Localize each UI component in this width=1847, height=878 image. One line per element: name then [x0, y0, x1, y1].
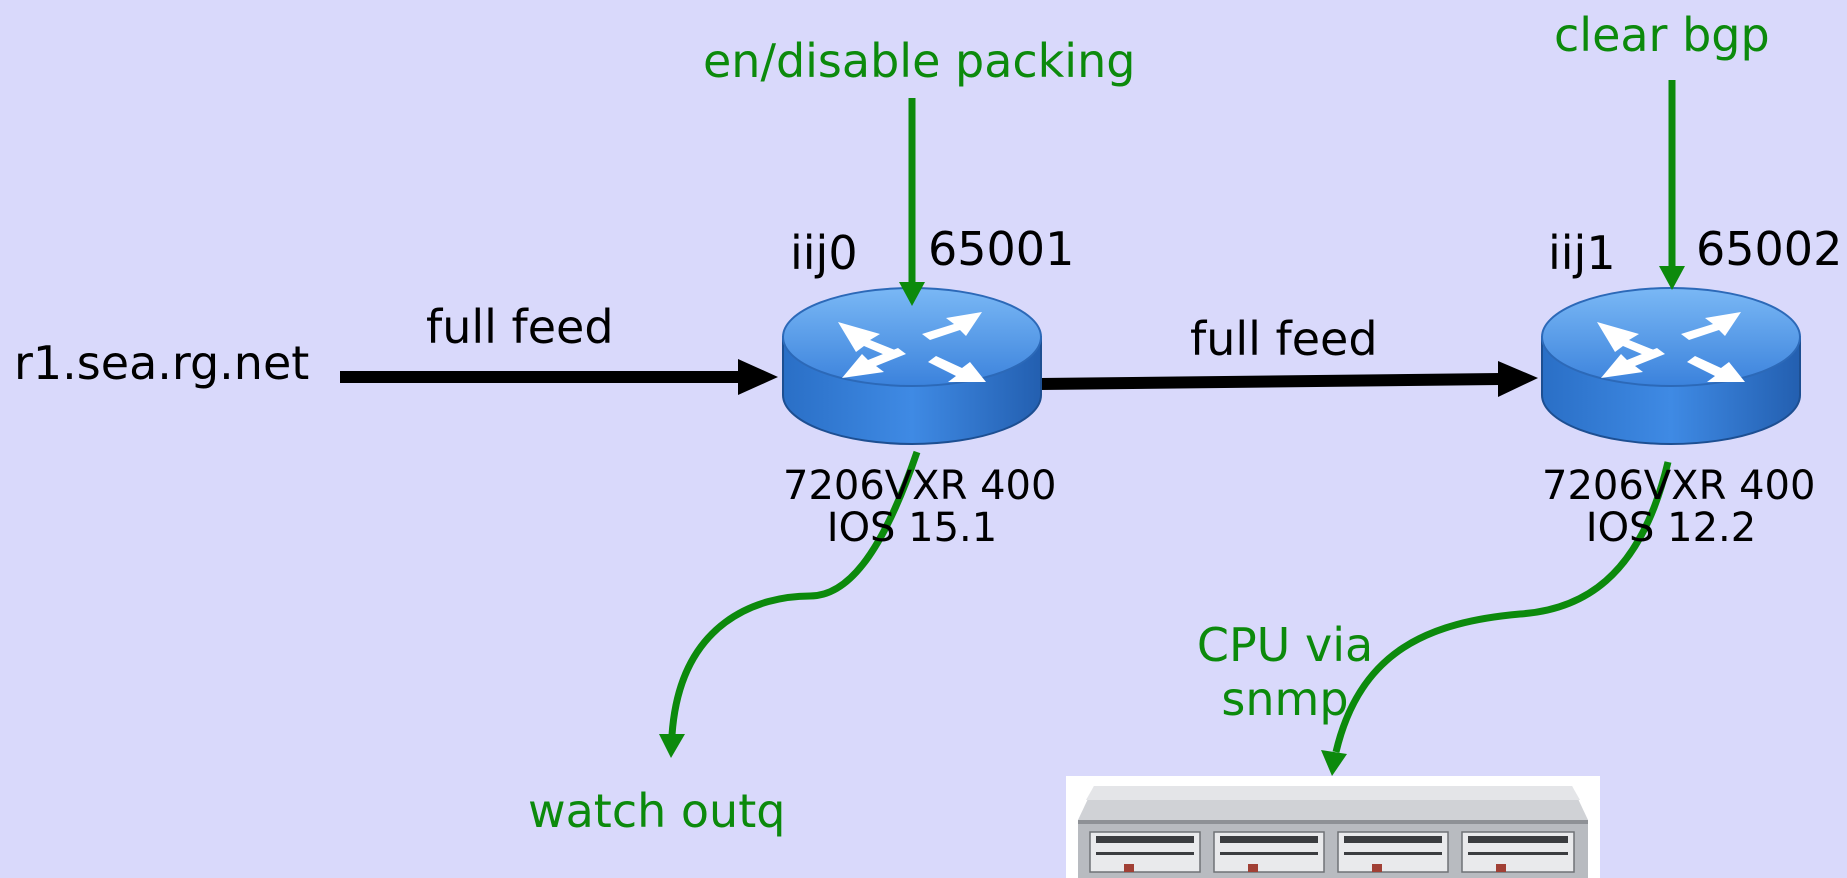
server-image	[1066, 776, 1600, 878]
feed-arrow-2	[1039, 361, 1538, 397]
router0-os: IOS 15.1	[826, 505, 998, 551]
router0-asn: 65001	[928, 222, 1075, 276]
router1-name: iij1	[1548, 226, 1616, 280]
feed-arrow-1	[340, 359, 778, 395]
router-icon-iij0	[782, 287, 1042, 445]
feed-label-2: full feed	[1190, 312, 1378, 366]
packing-arrow	[899, 98, 925, 306]
router0-name: iij0	[790, 226, 858, 280]
source-label: r1.sea.rg.net	[14, 336, 310, 390]
router0-model: 7206VXR 400	[783, 463, 1057, 509]
clear-bgp-label: clear bgp	[1554, 8, 1770, 62]
router1-model: 7206VXR 400	[1542, 463, 1816, 509]
packing-label: en/disable packing	[703, 34, 1136, 88]
router1-os: IOS 12.2	[1585, 505, 1757, 551]
feed-label-1: full feed	[426, 300, 614, 354]
router1-asn: 65002	[1696, 222, 1843, 276]
snmp-arrow	[1321, 461, 1672, 776]
outq-arrow	[659, 450, 921, 758]
clear-bgp-arrow	[1659, 80, 1685, 290]
outq-label: watch outq	[528, 784, 786, 838]
cpu-label-line1: CPU via	[1196, 618, 1374, 672]
router-icon-iij1	[1541, 287, 1801, 445]
cpu-label-line2: snmp	[1221, 672, 1349, 726]
